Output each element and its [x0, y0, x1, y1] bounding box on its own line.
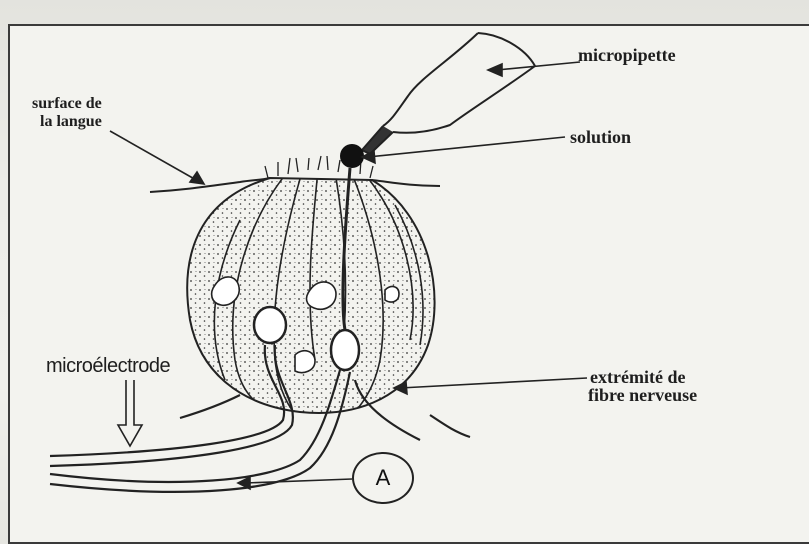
solution-label: solution: [570, 128, 631, 147]
tongue-surface-label-line2: la langue: [40, 114, 102, 131]
recording-device-a: A: [352, 452, 414, 504]
microelectrode-arrow: [118, 380, 142, 446]
micropipette-graphic: [362, 33, 535, 154]
micropipette-label: micropipette: [578, 46, 676, 65]
recording-device-letter: A: [376, 465, 391, 491]
tongue-surface-line-right: [372, 180, 440, 186]
microelectrode-label: microélectrode: [46, 356, 170, 377]
solution-droplet: [340, 144, 364, 168]
tongue-surface-label-line1: surface de: [32, 96, 102, 113]
nerve-fiber-end-label-line2: fibre nerveuse: [588, 386, 697, 405]
